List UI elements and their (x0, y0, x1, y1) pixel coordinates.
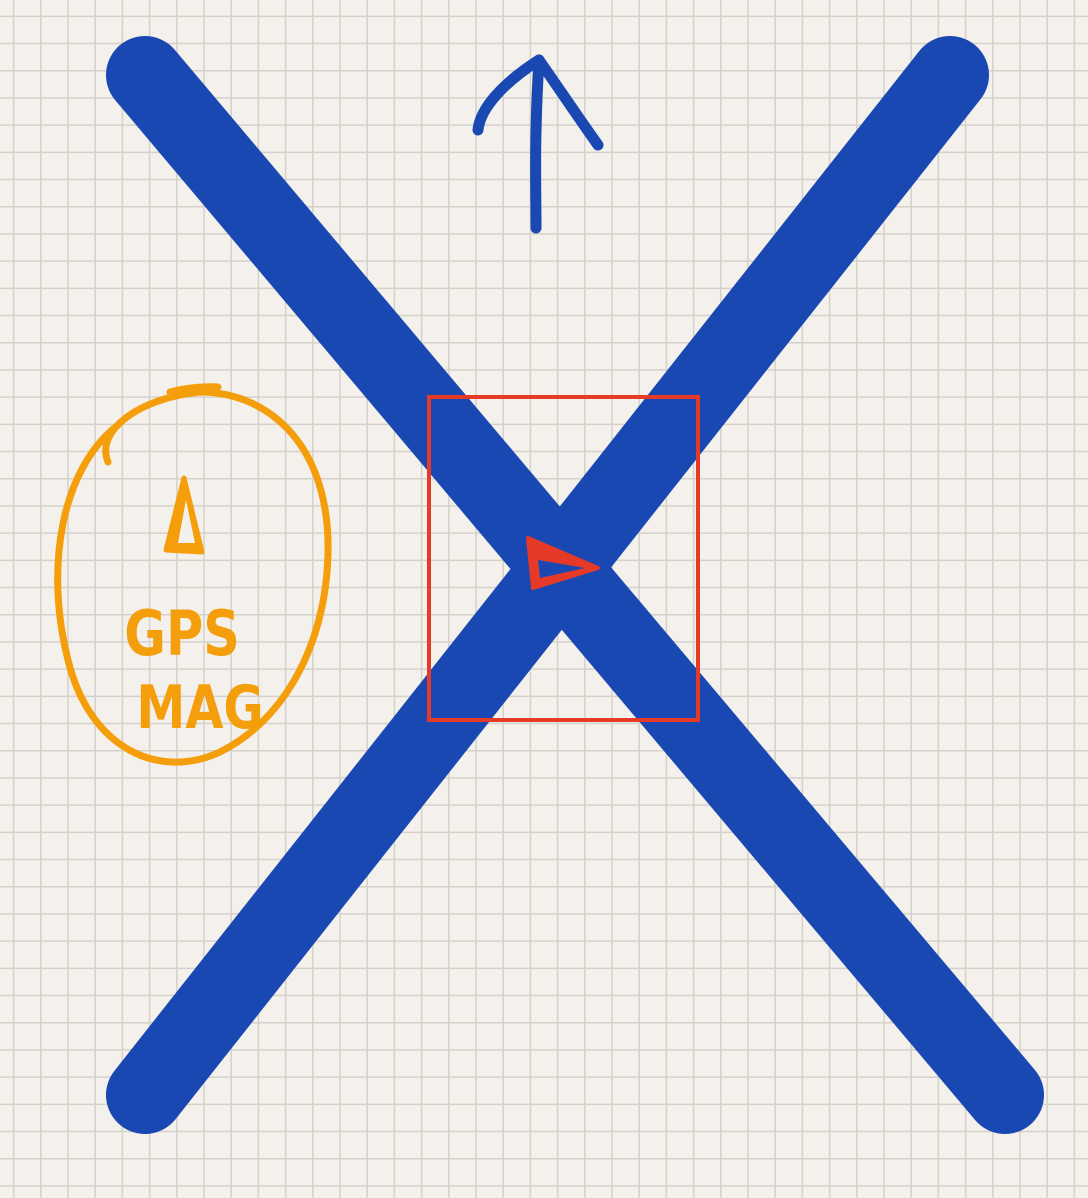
note-label-mag: MAG (136, 672, 263, 742)
note-label-gps: GPS (124, 598, 240, 670)
up-arrow-icon (472, 54, 604, 234)
intersection-highlight-box (427, 395, 700, 722)
gps-mag-note: GPS MAG (54, 383, 332, 766)
note-circle (54, 388, 332, 766)
triangle-pointer-icon (526, 536, 600, 590)
